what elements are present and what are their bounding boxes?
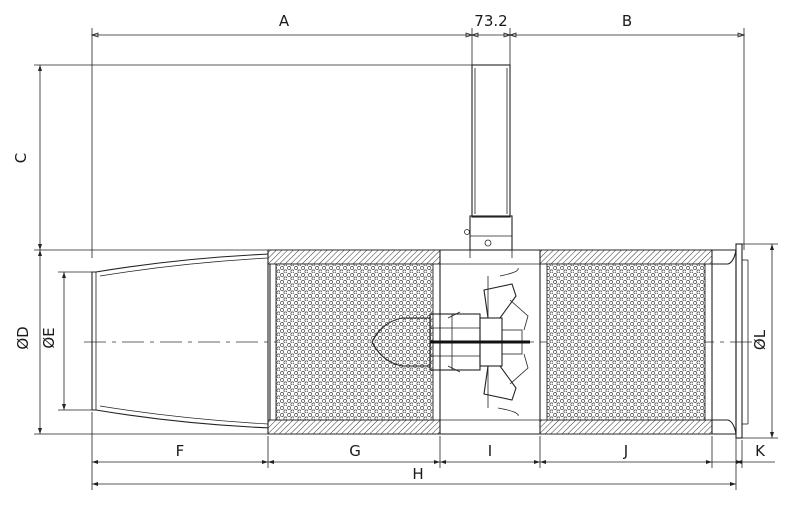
dimension-label-k: K xyxy=(755,442,766,460)
dimension-label-g: G xyxy=(349,442,361,460)
dimension-label-i: I xyxy=(488,442,492,460)
dimension-label-d: ØD xyxy=(14,326,32,349)
dimension-label-l: ØL xyxy=(751,329,769,350)
bottom-dimension-chain xyxy=(91,412,775,490)
dimension-label-h: H xyxy=(412,465,423,483)
inlet-cone xyxy=(91,253,271,429)
dimension-label-j: J xyxy=(623,442,628,460)
silencer-left xyxy=(267,249,441,435)
dimension-label-f: F xyxy=(176,442,185,460)
outlet-flange xyxy=(712,243,749,439)
dimension-label-b: B xyxy=(622,12,632,30)
mounting-bracket xyxy=(464,64,513,258)
dimension-label-gap: 73.2 xyxy=(474,12,507,30)
dimension-label-a: A xyxy=(279,12,290,30)
dimension-label-e: ØE xyxy=(40,327,58,348)
left-dimension-lines xyxy=(34,64,472,435)
fan-section xyxy=(371,263,540,421)
silencer-right xyxy=(539,249,713,435)
dimension-label-c: C xyxy=(12,153,30,163)
right-dimension-lines xyxy=(740,243,778,439)
top-dimension-chain xyxy=(90,28,746,258)
